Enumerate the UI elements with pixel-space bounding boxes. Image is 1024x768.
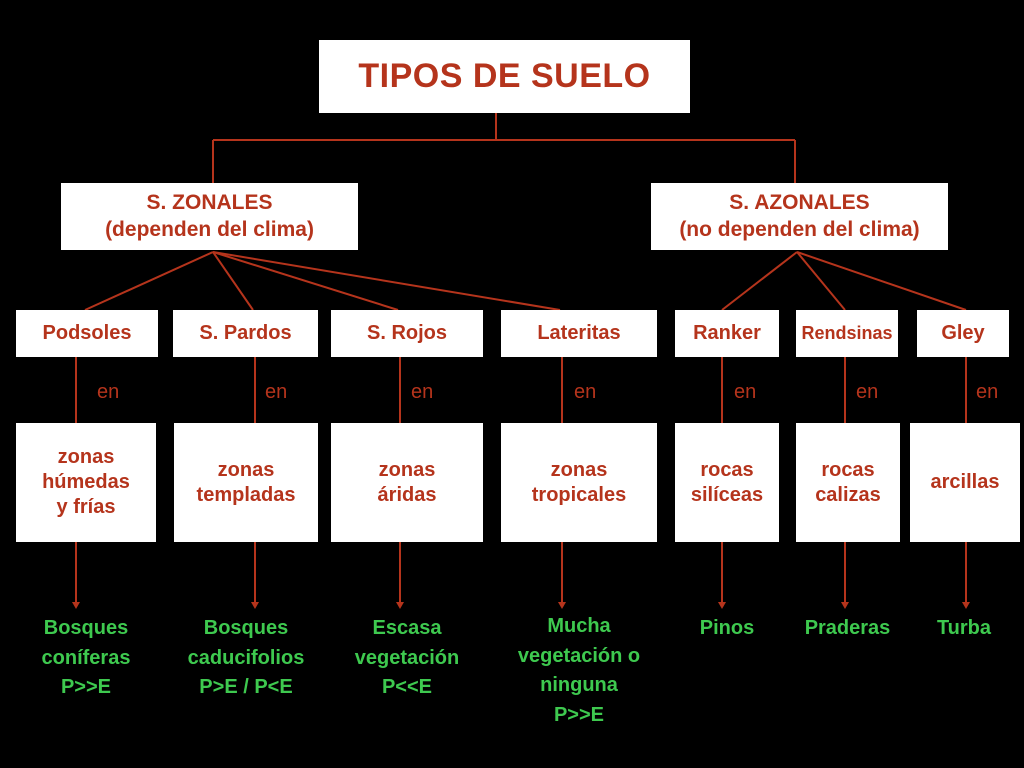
line-zonales-lateritas: [212, 251, 561, 311]
line-azonales-gley: [796, 251, 967, 311]
result-line: vegetación o: [517, 644, 641, 667]
zone-line: zonas: [550, 458, 608, 481]
zone-line: áridas: [377, 483, 437, 506]
line-azonales-ranker: [721, 251, 798, 311]
result-rendsinas: Praderas: [790, 614, 905, 644]
result-line: vegetación: [354, 646, 460, 669]
soil-type-ranker: Ranker: [675, 310, 779, 357]
result-line: Bosques: [43, 617, 129, 639]
soil-type-lateritas: Lateritas: [501, 310, 657, 357]
result-line: Turba: [936, 617, 992, 639]
result-line: caducifolios: [187, 646, 305, 669]
result-lateritas: Mucha vegetación o ninguna P>>E: [494, 612, 664, 730]
result-line: P>>E: [60, 676, 112, 699]
line-azonales-rendsinas: [796, 251, 846, 311]
zone-line: tropicales: [531, 483, 627, 506]
result-line: coníferas: [41, 646, 131, 669]
category-desc: (dependen del clima): [105, 217, 314, 241]
result-line: P>E / P<E: [199, 676, 293, 699]
category-name: S. ZONALES: [146, 191, 273, 215]
line-zonales-podsoles: [84, 251, 214, 311]
connector-en: en: [574, 381, 597, 403]
soil-type-rojos: S. Rojos: [331, 310, 483, 357]
connector-en: en: [265, 381, 288, 403]
category-desc: (no dependen del clima): [679, 217, 920, 241]
result-line: Bosques: [203, 617, 289, 639]
connector-en: en: [97, 381, 120, 403]
zone-line: templadas: [196, 483, 296, 506]
result-line: P>>E: [553, 703, 605, 726]
zone-line: silíceas: [690, 483, 764, 506]
connector-en: en: [976, 381, 999, 403]
zone-pardos: zonas templadas: [174, 423, 318, 542]
result-line: Mucha: [547, 615, 611, 637]
result-ranker: Pinos: [672, 614, 782, 644]
zone-line: zonas: [378, 458, 436, 481]
diagram-title: TIPOS DE SUELO: [319, 40, 690, 113]
result-line: ninguna: [540, 674, 618, 697]
result-pardos: Bosques caducifolios P>E / P<E: [166, 614, 326, 703]
result-podsoles: Bosques coníferas P>>E: [6, 614, 166, 703]
soil-type-podsoles: Podsoles: [16, 310, 158, 357]
result-line: Escasa: [372, 617, 442, 639]
zone-line: y frías: [56, 496, 116, 518]
result-gley: Turba: [914, 614, 1014, 644]
connector-en: en: [856, 381, 879, 403]
soil-type-gley: Gley: [917, 310, 1009, 357]
soil-type-pardos: S. Pardos: [173, 310, 318, 357]
result-line: Pinos: [699, 617, 755, 639]
zone-line: rocas: [821, 458, 875, 481]
zone-line: arcillas: [930, 471, 1000, 493]
zone-gley: arcillas: [910, 423, 1020, 542]
line-zonales-pardos: [212, 251, 254, 311]
zone-rendsinas: rocas calizas: [796, 423, 900, 542]
zone-line: zonas: [217, 458, 275, 481]
soil-type-rendsinas: Rendsinas: [796, 310, 898, 357]
result-rojos: Escasa vegetación P<<E: [327, 614, 487, 703]
result-line: Praderas: [804, 617, 891, 639]
zone-line: zonas: [57, 446, 115, 468]
zone-lateritas: zonas tropicales: [501, 423, 657, 542]
category-name: S. AZONALES: [729, 191, 870, 215]
zone-rojos: zonas áridas: [331, 423, 483, 542]
line-zonales-rojos: [212, 251, 399, 311]
category-zonales: S. ZONALES (dependen del clima): [61, 183, 358, 250]
zone-line: húmedas: [42, 471, 130, 493]
zone-podsoles: zonas húmedas y frías: [16, 423, 156, 542]
result-line: P<<E: [381, 676, 433, 699]
zone-line: rocas: [700, 458, 754, 481]
arrowheads: [72, 602, 970, 609]
zone-line: calizas: [815, 483, 881, 506]
connector-en: en: [734, 381, 757, 403]
category-azonales: S. AZONALES (no dependen del clima): [651, 183, 948, 250]
zone-ranker: rocas silíceas: [675, 423, 779, 542]
connector-en: en: [411, 381, 434, 403]
